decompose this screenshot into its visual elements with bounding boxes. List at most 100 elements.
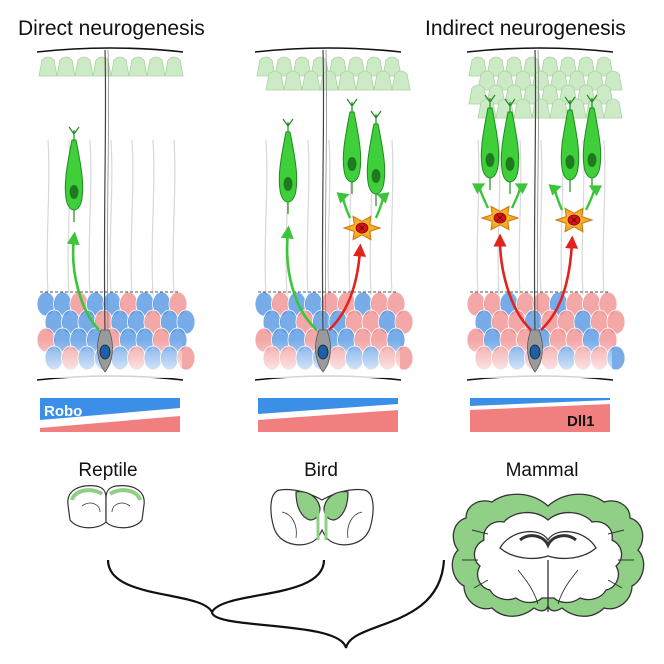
cortical-layer-cell [328,56,348,77]
cortical-layer-cell [486,56,506,77]
division-arrow [510,183,529,209]
radial-fiber [109,139,113,296]
cortical-layer-cell [522,84,542,105]
cortical-layer-cell [346,56,366,77]
species-label-bird: Bird [304,460,338,481]
cortical-layer-cell [594,84,614,105]
title-direct: Direct neurogenesis [18,17,205,40]
division-arrow [548,184,564,211]
neuron-nucleus [283,177,293,191]
radial-glia-fiber [325,49,327,331]
division-arrow [471,183,490,209]
radial-fiber [151,139,155,296]
radial-fiber [327,139,331,296]
radial-fiber [172,139,176,296]
cortical-layer-cell [56,56,76,77]
radial-glia-fiber [321,49,325,331]
title-indirect: Indirect neurogenesis [425,17,626,40]
cladogram [106,559,446,649]
bird-brain [270,488,374,546]
division-arrow [336,192,352,219]
cortical-layer-cell [74,56,94,77]
radial-glia-nucleus [529,344,541,360]
cortical-layer-cell [558,56,578,77]
radial-fiber [88,139,92,296]
cortical-layer-cell [504,84,524,105]
cortical-layer-cell [585,70,605,91]
dll1-gradient-bar [258,410,398,432]
dll1-gradient-bar [470,404,610,432]
reptile-brain [67,485,145,529]
radial-glia-nucleus [99,344,111,360]
cortical-layer-cell [110,56,130,77]
dll1-gradient-bar [40,416,180,432]
cortical-layer-cell [337,70,357,91]
neuron-nucleus [565,155,575,169]
cortical-layer-cell [468,56,488,77]
neuron-nucleus [505,157,515,171]
radial-glia-nucleus [317,344,329,360]
chromatin [358,224,366,232]
cortical-layer-cell [319,70,339,91]
cortical-layer-cell [256,56,276,77]
clade-amniote [210,559,446,649]
cortical-layer-cell [513,70,533,91]
pial-surface [466,47,614,53]
cortical-layer-cell [382,56,402,77]
radial-fiber [390,139,394,296]
radial-fiber [518,139,522,296]
cortical-layer-cell [265,70,285,91]
cortical-layer-cell [301,70,321,91]
robo-label: Robo [44,403,82,420]
cortical-layer-cell [146,56,166,77]
cortical-layer-cell [513,98,533,119]
cortical-layer-cell [283,70,303,91]
cortical-layer-cell [567,70,587,91]
cortical-layer-cell [495,70,515,91]
neuron-body [64,139,84,211]
dll1-label: Dll1 [567,413,595,430]
indirect-arrow [540,235,579,331]
radial-fiber [264,139,268,296]
radial-glia-fiber [103,49,107,331]
division-arrow [374,192,390,219]
cortical-layer-cell [504,56,524,77]
radial-fiber [602,139,606,296]
division-arrow [584,185,603,211]
neuron-nucleus [371,169,381,183]
cortical-layer-cell [373,70,393,91]
cortical-layer-cell [540,84,560,105]
cortical-layer-cell [540,56,560,77]
panel-direct [36,47,196,432]
cortical-layer-cell [531,98,551,119]
cortical-layer-cell [355,70,375,91]
robo-gradient-bar [258,398,398,414]
radial-fiber [476,139,480,296]
radial-glia-fiber [533,49,537,331]
neuron-nucleus [347,157,357,171]
pial-surface [36,47,184,53]
cortical-layer-cell [468,84,488,105]
clade-reptile-bird [106,559,326,615]
indirect-arrow [493,233,532,331]
mammal-brain [451,493,645,617]
radial-fiber [306,139,310,296]
direct-arrow [66,231,100,331]
cortical-layer-cell [576,56,596,77]
neuron-nucleus [69,185,79,199]
panel-mixed [254,47,414,432]
radial-fiber [46,139,50,296]
chromatin [570,216,578,224]
cortical-layer-cell [558,84,578,105]
direct-arrow [280,225,318,331]
radial-fiber [539,139,543,296]
cortical-layer-cell [128,56,148,77]
neuron-body [582,107,602,179]
radial-glia-fiber [107,49,109,331]
cortical-layer-cell [594,56,614,77]
robo-gradient-bar [470,398,610,406]
neuron-body [480,107,500,179]
neuron-body [560,109,580,181]
